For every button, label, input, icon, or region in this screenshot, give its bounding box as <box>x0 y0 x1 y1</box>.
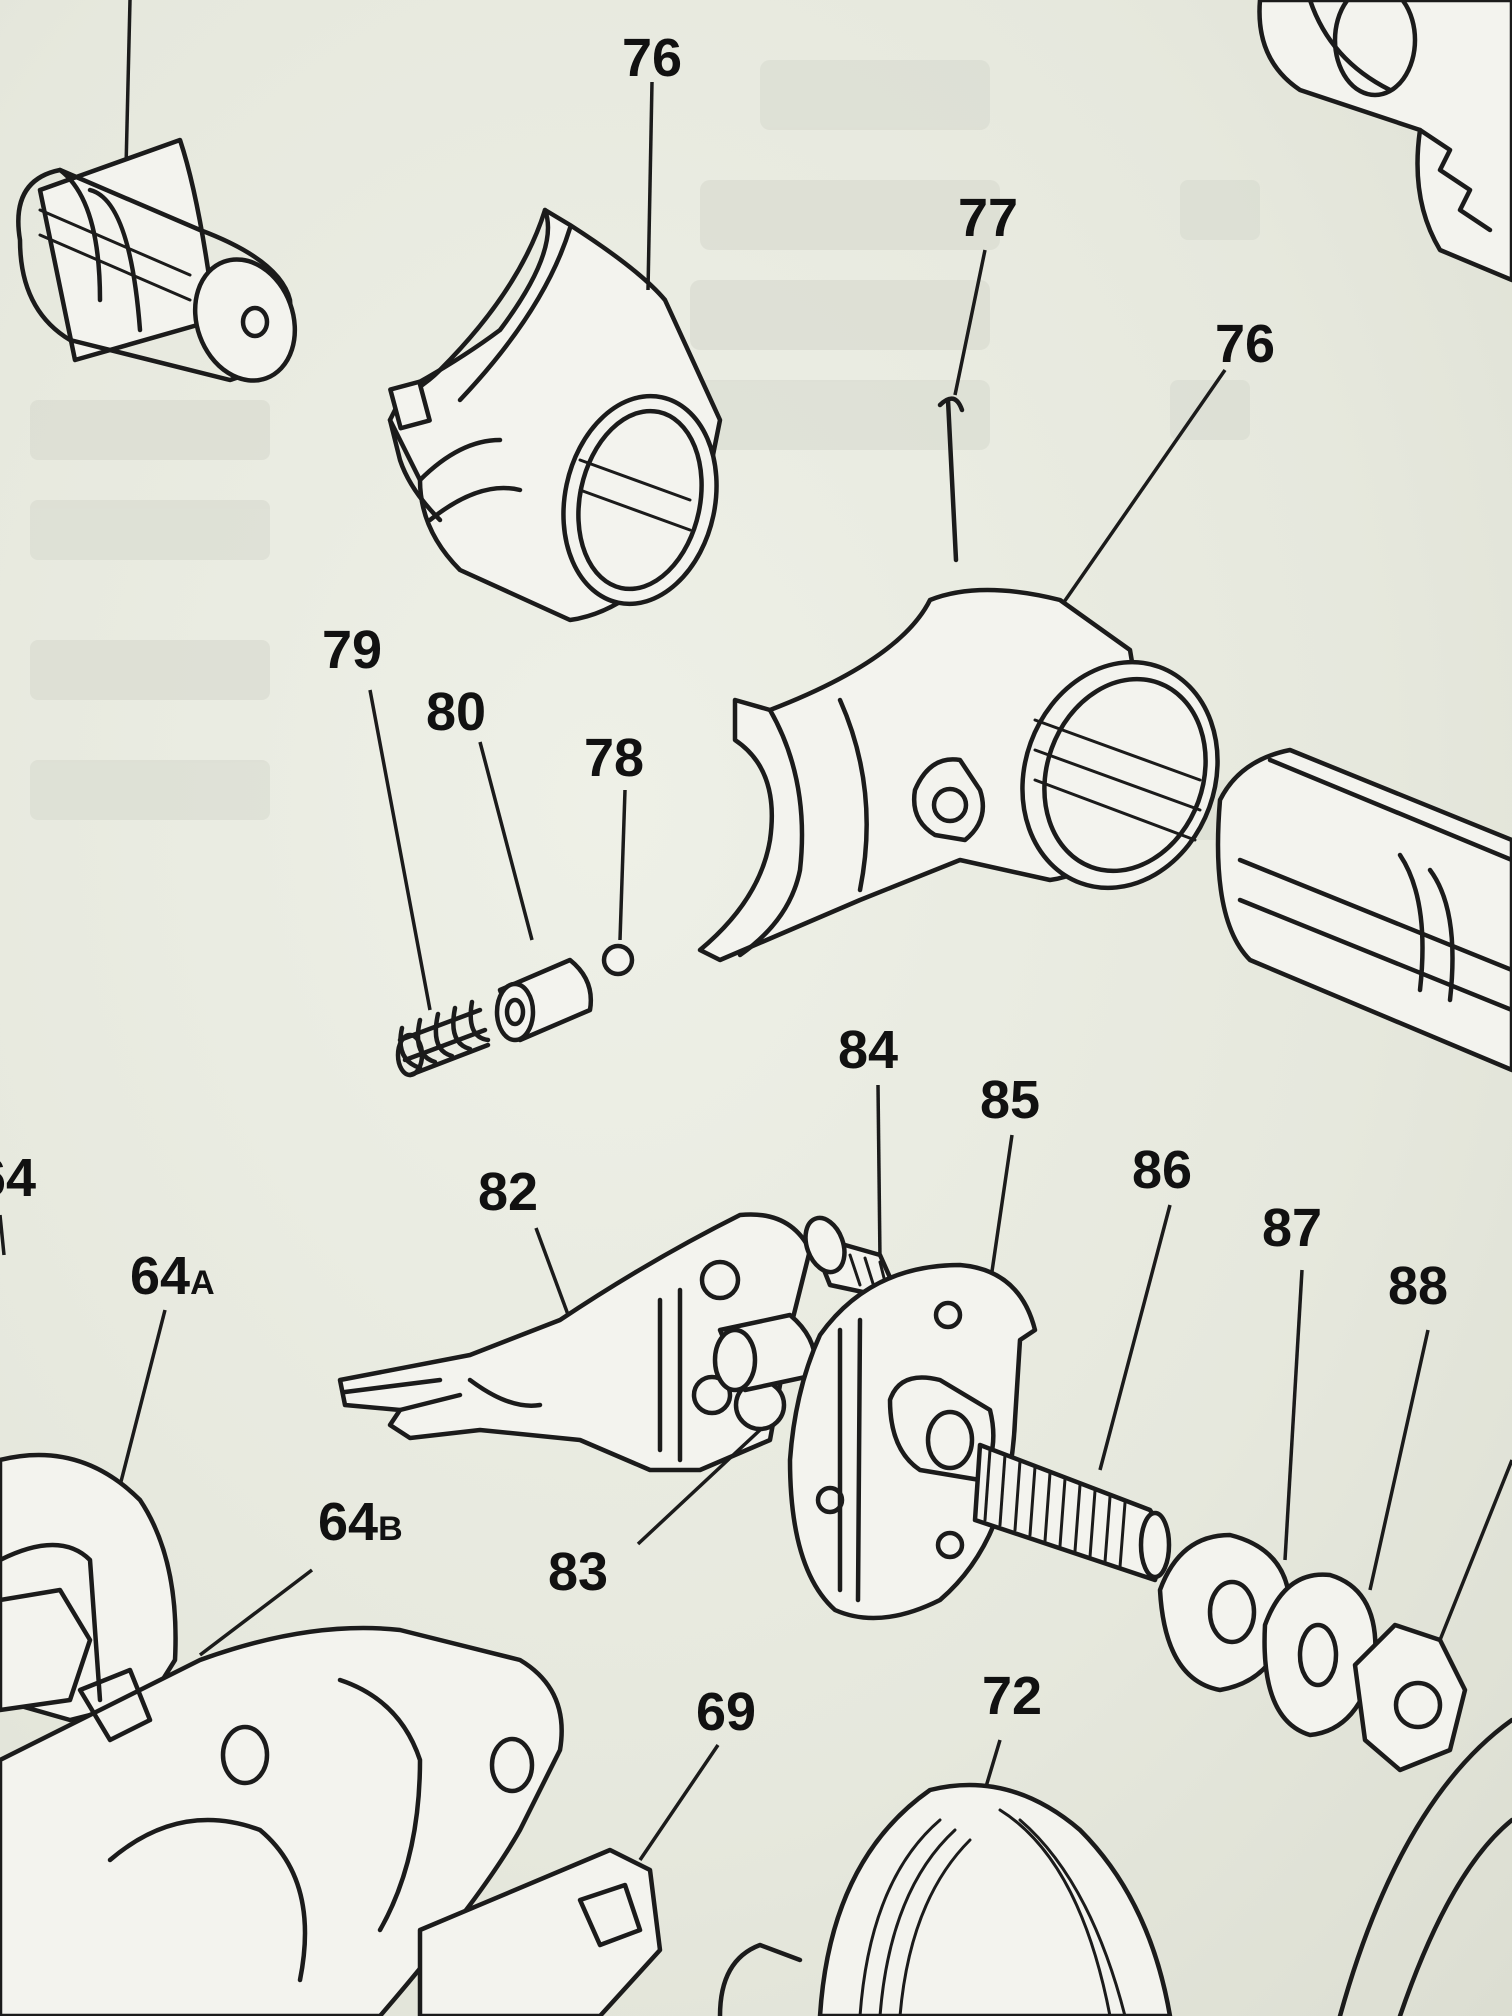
callout-64: 64 <box>0 1148 36 1208</box>
part-80-plunger <box>494 957 594 1043</box>
callout-83-leader <box>636 1428 762 1546</box>
callout-76-lower: 76 <box>1215 314 1275 374</box>
part-76-upper-selector-fork <box>387 81 723 623</box>
callout-85: 85 <box>980 1070 1040 1130</box>
callout-88: 88 <box>1388 1256 1448 1316</box>
callout-80: 80 <box>426 682 486 742</box>
callout-77: 77 <box>958 188 1018 248</box>
part-77-pin <box>937 249 987 563</box>
part-79-spring <box>395 999 491 1078</box>
top-right-gear <box>1257 0 1512 283</box>
callout-labels: 76 77 76 79 80 78 84 85 86 87 88 64 64A … <box>0 28 1448 1742</box>
part-82-lever <box>337 1212 813 1473</box>
callout-78: 78 <box>584 728 644 788</box>
callout-83: 83 <box>548 1542 608 1602</box>
callout-76-upper: 76 <box>622 28 682 88</box>
callout-84: 84 <box>838 1020 898 1080</box>
bottom-right-housing-arc <box>1337 1717 1512 2016</box>
callout-72: 72 <box>982 1666 1042 1726</box>
callout-69: 69 <box>696 1682 756 1742</box>
part-76-lower-selector-fork <box>697 369 1227 963</box>
hex-nut <box>1352 1459 1512 1773</box>
callout-79: 79 <box>322 620 382 680</box>
right-splined-shaft <box>1215 747 1512 1073</box>
part-69-bracket <box>417 1744 720 2016</box>
top-left-bush-part <box>16 0 298 383</box>
callout-86: 86 <box>1132 1140 1192 1200</box>
callout-82: 82 <box>478 1162 538 1222</box>
part-85-plate <box>787 1134 1038 1621</box>
parts-79-80-78-detent <box>368 689 635 1078</box>
part-64-housing <box>0 1214 564 2016</box>
bleed-through-shadows <box>30 60 1260 840</box>
part-78-ball <box>601 943 635 977</box>
callout-64b: 64B <box>318 1492 403 1552</box>
part-86-threaded-rod <box>972 1204 1172 1583</box>
part-72-threaded-ring <box>717 1739 1173 2016</box>
callout-87: 87 <box>1262 1198 1322 1258</box>
callout-64a: 64A <box>130 1246 215 1306</box>
